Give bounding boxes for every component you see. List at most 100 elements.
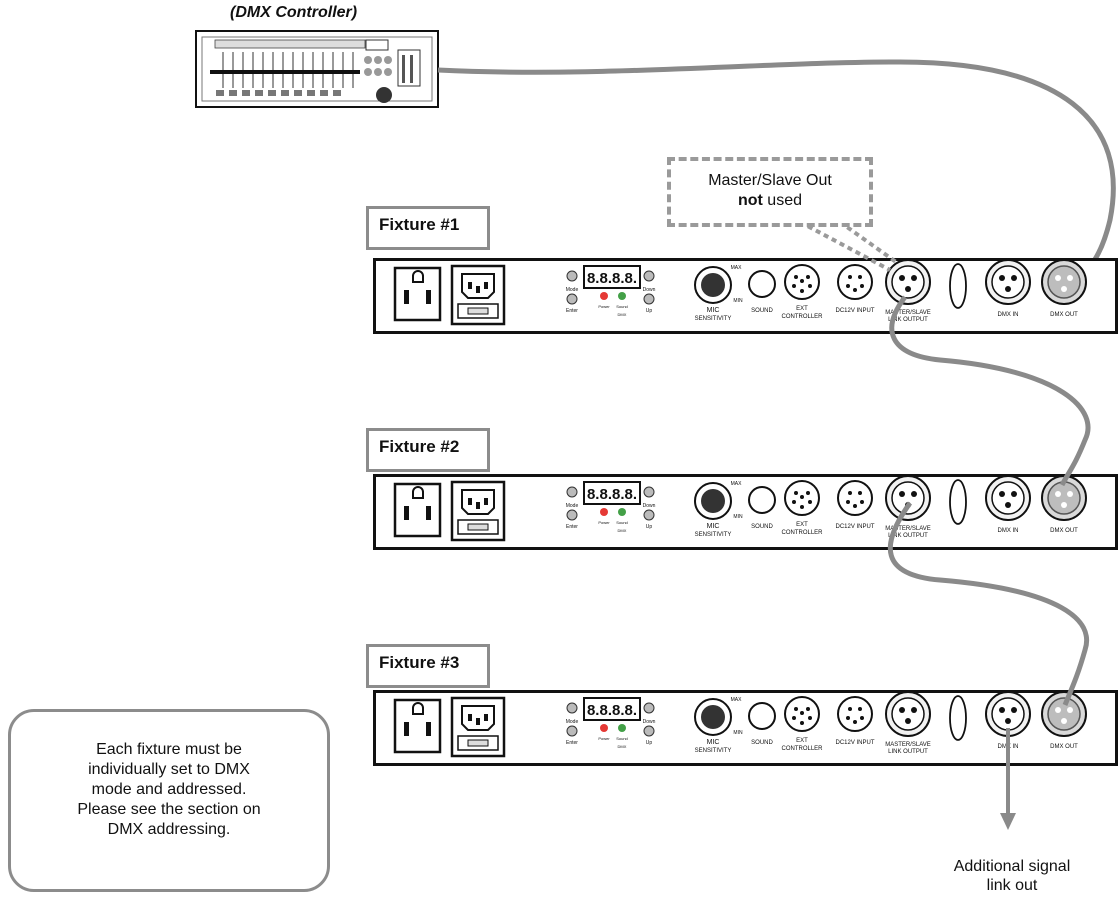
sound-jack[interactable] [748,702,776,730]
note-line-4: Please see the section on [77,801,261,818]
mic-label-1: MIC [707,523,720,530]
down-button[interactable] [643,486,655,498]
sound-jack-label: SOUND [751,740,773,746]
dmx-led-label: DMX [618,312,627,317]
controller-title: (DMX Controller) [230,4,358,21]
dmx-out-label: DMX OUT [1050,312,1078,318]
signal-out-arrow [1000,728,1016,830]
dc-input-label: DC12V INPUT [835,524,874,530]
dc-input-label: DC12V INPUT [835,740,874,746]
down-button[interactable] [643,270,655,282]
mic-label-2: SENSITIVITY [695,748,732,754]
master-slave-label-2: LINK OUTPUT [888,749,928,755]
note-line-1: Each fixture must be [96,741,242,758]
master-slave-output-port[interactable] [885,475,931,521]
sound-jack[interactable] [748,270,776,298]
up-button[interactable] [643,725,655,737]
dmx-controller [195,30,439,108]
sound-jack-label: SOUND [751,308,773,314]
sound-led-label: Sound [616,736,628,741]
led-display [583,265,641,289]
master-slave-label-2: LINK OUTPUT [888,533,928,539]
power-outlet-icon [393,482,442,538]
additional-signal-label: Additional signal link out [912,857,1112,895]
up-label: Up [646,308,653,314]
power-led-label: Power [598,520,610,525]
min-label: MIN [733,730,743,736]
enter-button[interactable] [566,509,578,521]
dmx-out-port[interactable] [1041,691,1087,737]
master-slave-label-1: MASTER/SLAVE [885,310,931,316]
down-label: Down [643,287,656,293]
dmx-out-port[interactable] [1041,259,1087,305]
display-digits: 8.8.8.8. [587,270,637,287]
mode-button[interactable] [566,486,578,498]
min-label: MIN [733,298,743,304]
output-label-line1: Additional signal [953,858,1071,875]
dmx-out-label: DMX OUT [1050,528,1078,534]
dmx-in-label: DMX IN [998,528,1019,534]
ext-label-1: EXT [796,306,808,312]
mic-label-2: SENSITIVITY [695,532,732,538]
sound-led [618,508,626,516]
down-label: Down [643,503,656,509]
enter-button[interactable] [566,293,578,305]
up-button[interactable] [643,293,655,305]
callout-pointer [799,220,898,272]
master-slave-output-port[interactable] [885,259,931,305]
power-inlet-icon [450,480,506,542]
up-label: Up [646,740,653,746]
mode-label: Mode [566,287,579,293]
dmx-in-port[interactable] [985,259,1031,305]
up-label: Up [646,524,653,530]
sound-jack[interactable] [748,486,776,514]
max-label: MAX [731,265,743,271]
dmx-in-label: DMX IN [998,312,1019,318]
ext-label-2: CONTROLLER [781,314,823,320]
dc-input-port[interactable] [837,264,873,300]
master-slave-output-port[interactable] [885,691,931,737]
down-button[interactable] [643,702,655,714]
enter-button[interactable] [566,725,578,737]
mic-label-1: MIC [707,307,720,314]
slot-icon [949,263,967,309]
mode-button[interactable] [566,270,578,282]
mode-button[interactable] [566,702,578,714]
power-led-label: Power [598,736,610,741]
dc-input-port[interactable] [837,696,873,732]
led-display [583,697,641,721]
ext-label-1: EXT [796,738,808,744]
dc-input-port[interactable] [837,480,873,516]
callout-rest: used [762,192,802,209]
master-slave-label-2: LINK OUTPUT [888,317,928,323]
max-label: MAX [731,481,743,487]
up-button[interactable] [643,509,655,521]
power-outlet-icon [393,266,442,322]
mic-label-1: MIC [707,739,720,746]
ext-label-2: CONTROLLER [781,530,823,536]
led-display [583,481,641,505]
min-label: MIN [733,514,743,520]
cable-controller-to-fixture1 [437,59,1116,288]
ext-label-2: CONTROLLER [781,746,823,752]
power-outlet-icon [393,698,442,754]
dmx-in-port[interactable] [985,475,1031,521]
output-label-line2: link out [986,877,1038,894]
note-line-3: mode and addressed. [91,781,247,798]
enter-label: Enter [566,308,578,314]
dmx-led-label: DMX [618,528,627,533]
fixture-1-label: Fixture #1 [366,206,490,250]
down-label: Down [643,719,656,725]
sound-led [618,292,626,300]
dmx-led-label: DMX [618,744,627,749]
sound-led-label: Sound [616,520,628,525]
sound-jack-label: SOUND [751,524,773,530]
cable-fixture2-to-fixture3 [887,501,1090,706]
enter-label: Enter [566,524,578,530]
dmx-note: Each fixture must be individually set to… [8,709,330,892]
display-digits: 8.8.8.8. [587,486,637,503]
slot-icon [949,479,967,525]
